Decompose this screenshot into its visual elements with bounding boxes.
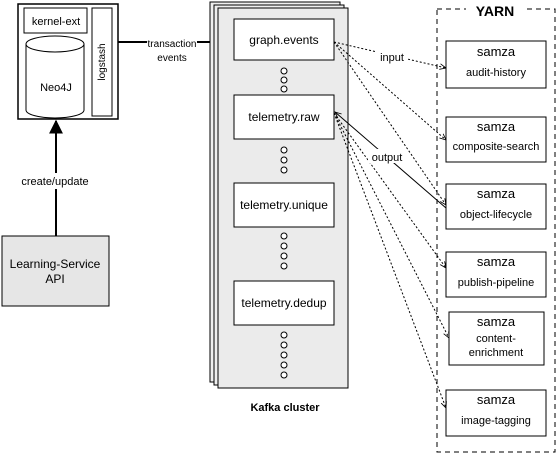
samza-tag: samza [477, 254, 516, 269]
input-arrows [333, 41, 446, 205]
samza-job-name: audit-history [466, 67, 526, 79]
learning-service-label-line1: Learning-Service [10, 257, 101, 271]
topic-telemetry-unique: telemetry.unique [233, 182, 335, 228]
kernel-ext-label: kernel-ext [32, 16, 80, 28]
samza-tag: samza [477, 314, 516, 329]
samza-job-name: object-lifecycle [460, 209, 532, 221]
telemetry-input-arrows [333, 112, 449, 408]
transaction-events-label-line1: transaction [148, 39, 197, 50]
samza-tag: samza [477, 44, 516, 59]
output-label: output [372, 152, 403, 164]
topic-label: telemetry.unique [240, 198, 328, 212]
neo4j-database-cylinder [25, 35, 85, 119]
samza-job-name: composite-search [453, 141, 540, 153]
neo4j-server: kernel-ext logstash Neo4J [17, 3, 119, 120]
samza-tag: samza [477, 186, 516, 201]
samza-tag: samza [477, 392, 516, 407]
kernel-ext-box [23, 7, 88, 34]
samza-job-name: image-tagging [461, 415, 531, 427]
topic-label: telemetry.dedup [241, 296, 326, 310]
neo4j-label: Neo4J [40, 82, 72, 94]
samza-job-name-line1: content- [476, 333, 516, 345]
topic-ellipsis-dots [280, 67, 288, 379]
topic-label: telemetry.raw [248, 110, 319, 124]
learning-service-api: Learning-Service API [1, 235, 110, 307]
yarn-label: YARN [476, 3, 514, 19]
logstash-label: logstash [97, 43, 108, 80]
topic-telemetry-dedup: telemetry.dedup [233, 280, 335, 326]
topic-graph-events: graph.events [233, 18, 335, 61]
samza-tag: samza [477, 119, 516, 134]
samza-job-audit-history: samza audit-history [445, 40, 547, 89]
samza-job-name: publish-pipeline [458, 277, 534, 289]
samza-job-composite-search: samza composite-search [445, 116, 547, 163]
input-label: input [380, 52, 404, 64]
logstash-box [91, 7, 113, 117]
samza-job-object-lifecycle: samza object-lifecycle [445, 183, 547, 230]
samza-job-name-line2: enrichment [469, 347, 523, 359]
topic-telemetry-raw: telemetry.raw [233, 94, 335, 140]
topic-label: graph.events [249, 33, 318, 47]
transaction-events-label-line2: events [157, 53, 186, 64]
kafka-cluster-label: Kafka cluster [250, 402, 320, 414]
learning-service-label-line2: API [45, 272, 64, 286]
samza-job-content-enrichment: samza content- enrichment [448, 311, 545, 366]
samza-job-publish-pipeline: samza publish-pipeline [445, 251, 547, 298]
create-update-label: create/update [21, 176, 88, 188]
samza-job-image-tagging: samza image-tagging [445, 389, 547, 437]
